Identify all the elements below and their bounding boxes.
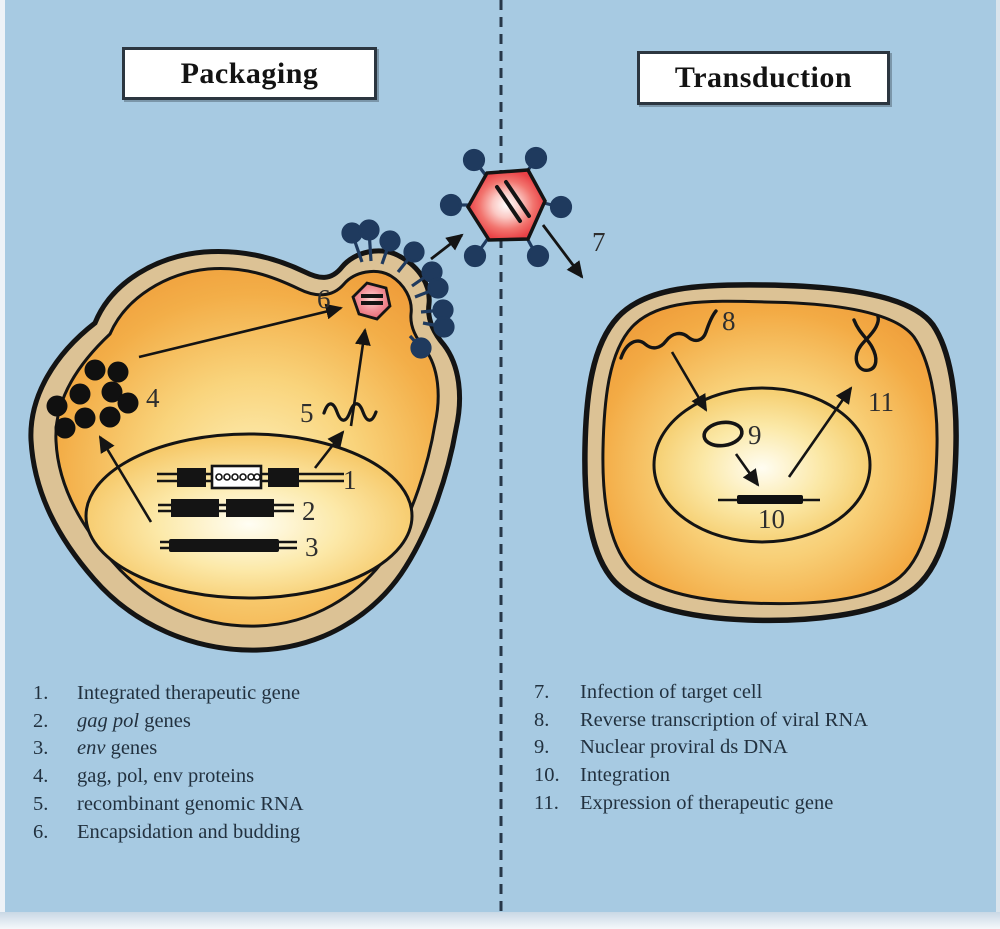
legend-item-text: Integrated therapeutic gene bbox=[77, 682, 301, 704]
legend-item-text: Nuclear proviral ds DNA bbox=[580, 736, 788, 759]
legend-item-number: 4. bbox=[33, 765, 49, 788]
transduction-title-box: Transduction bbox=[637, 51, 890, 105]
legend-item-3: 3. env genes bbox=[33, 735, 463, 763]
legend-item-6: 6. Encapsidation and budding bbox=[33, 819, 463, 847]
legend-packaging: 1. Integrated therapeutic gene 2. gag po… bbox=[33, 680, 463, 846]
transfer-arrows bbox=[430, 224, 584, 279]
gene-construct-3-env bbox=[160, 539, 297, 552]
membrane-receptor-spikes bbox=[341, 219, 455, 359]
proviral-dna-oval bbox=[702, 420, 744, 448]
legend-item-number: 8. bbox=[534, 708, 550, 731]
transduction-cell: 8 9 10 11 bbox=[582, 282, 959, 624]
legend-item-5: 5. recombinant genomic RNA bbox=[33, 791, 463, 819]
therapeutic-protein-loop bbox=[852, 315, 881, 372]
label-5: 5 bbox=[300, 398, 314, 428]
legend-item-number: 11. bbox=[534, 791, 559, 814]
virus-spikes bbox=[439, 146, 573, 268]
stipple-dots bbox=[215, 473, 261, 481]
legend-item-text: gag pol genes bbox=[77, 709, 191, 732]
packaging-arrows bbox=[98, 303, 371, 523]
label-10: 10 bbox=[758, 504, 785, 534]
legend-transduction: 7. Infection of target cell 8. Reverse t… bbox=[534, 679, 984, 818]
arrow-budding-to-virion bbox=[430, 233, 464, 261]
label-7: 7 bbox=[592, 227, 606, 257]
legend-item-number: 6. bbox=[33, 820, 49, 843]
legend-item-number: 5. bbox=[33, 792, 49, 815]
legend-item-11: 11. Expression of therapeutic gene bbox=[534, 790, 984, 818]
integration-bar bbox=[718, 495, 820, 504]
label-11: 11 bbox=[868, 387, 894, 417]
legend-item-number: 3. bbox=[33, 737, 49, 760]
transduction-title: Transduction bbox=[674, 61, 853, 94]
virus-rna-strands bbox=[495, 180, 531, 223]
legend-item-10: 10. Integration bbox=[534, 762, 984, 790]
budding-virion bbox=[351, 281, 392, 321]
transduction-arrows bbox=[670, 351, 853, 487]
legend-item-text: Encapsidation and budding bbox=[77, 820, 301, 843]
legend-item-number: 2. bbox=[33, 709, 49, 732]
label-1: 1 bbox=[343, 465, 357, 495]
legend-item-8: 8. Reverse transcription of viral RNA bbox=[534, 707, 984, 735]
legend-item-text: env genes bbox=[77, 737, 158, 760]
label-8: 8 bbox=[722, 306, 736, 336]
packaging-title-box: Packaging bbox=[122, 47, 377, 100]
genomic-rna-squiggle bbox=[322, 402, 378, 422]
legend-item-number: 1. bbox=[33, 682, 49, 704]
legend-item-number: 7. bbox=[534, 681, 550, 703]
arrow-infection-7 bbox=[541, 224, 584, 279]
legend-item-text: recombinant genomic RNA bbox=[77, 792, 304, 815]
legend-item-1: 1. Integrated therapeutic gene bbox=[33, 680, 463, 708]
legend-item-2: 2. gag pol genes bbox=[33, 708, 463, 736]
gag-pol-env-protein-dots bbox=[46, 359, 139, 439]
legend-item-text: Infection of target cell bbox=[580, 681, 763, 703]
legend-item-text: gag, pol, env proteins bbox=[77, 765, 255, 788]
packaging-title: Packaging bbox=[180, 56, 319, 90]
label-2: 2 bbox=[302, 496, 316, 526]
legend-item-number: 9. bbox=[534, 736, 550, 759]
legend-item-text: Integration bbox=[580, 764, 670, 787]
legend-item-text: Expression of therapeutic gene bbox=[580, 791, 834, 814]
virus-particle bbox=[439, 146, 573, 268]
legend-item-text: Reverse transcription of viral RNA bbox=[580, 708, 869, 731]
gene-construct-2-gag-pol bbox=[158, 499, 294, 517]
label-3: 3 bbox=[305, 532, 319, 562]
virus-capsid bbox=[465, 168, 547, 242]
legend-item-number: 10. bbox=[534, 764, 560, 787]
viral-rna-squiggle bbox=[619, 309, 718, 360]
label-6: 6 bbox=[317, 284, 331, 314]
label-9: 9 bbox=[748, 420, 762, 450]
gene-construct-1-integrated-therapeutic-gene bbox=[157, 464, 344, 490]
packaging-cell: 1 2 3 4 5 6 bbox=[28, 248, 463, 653]
legend-item-7: 7. Infection of target cell bbox=[534, 679, 984, 707]
legend-item-9: 9. Nuclear proviral ds DNA bbox=[534, 734, 984, 762]
label-4: 4 bbox=[146, 383, 160, 413]
legend-item-4: 4. gag, pol, env proteins bbox=[33, 763, 463, 791]
